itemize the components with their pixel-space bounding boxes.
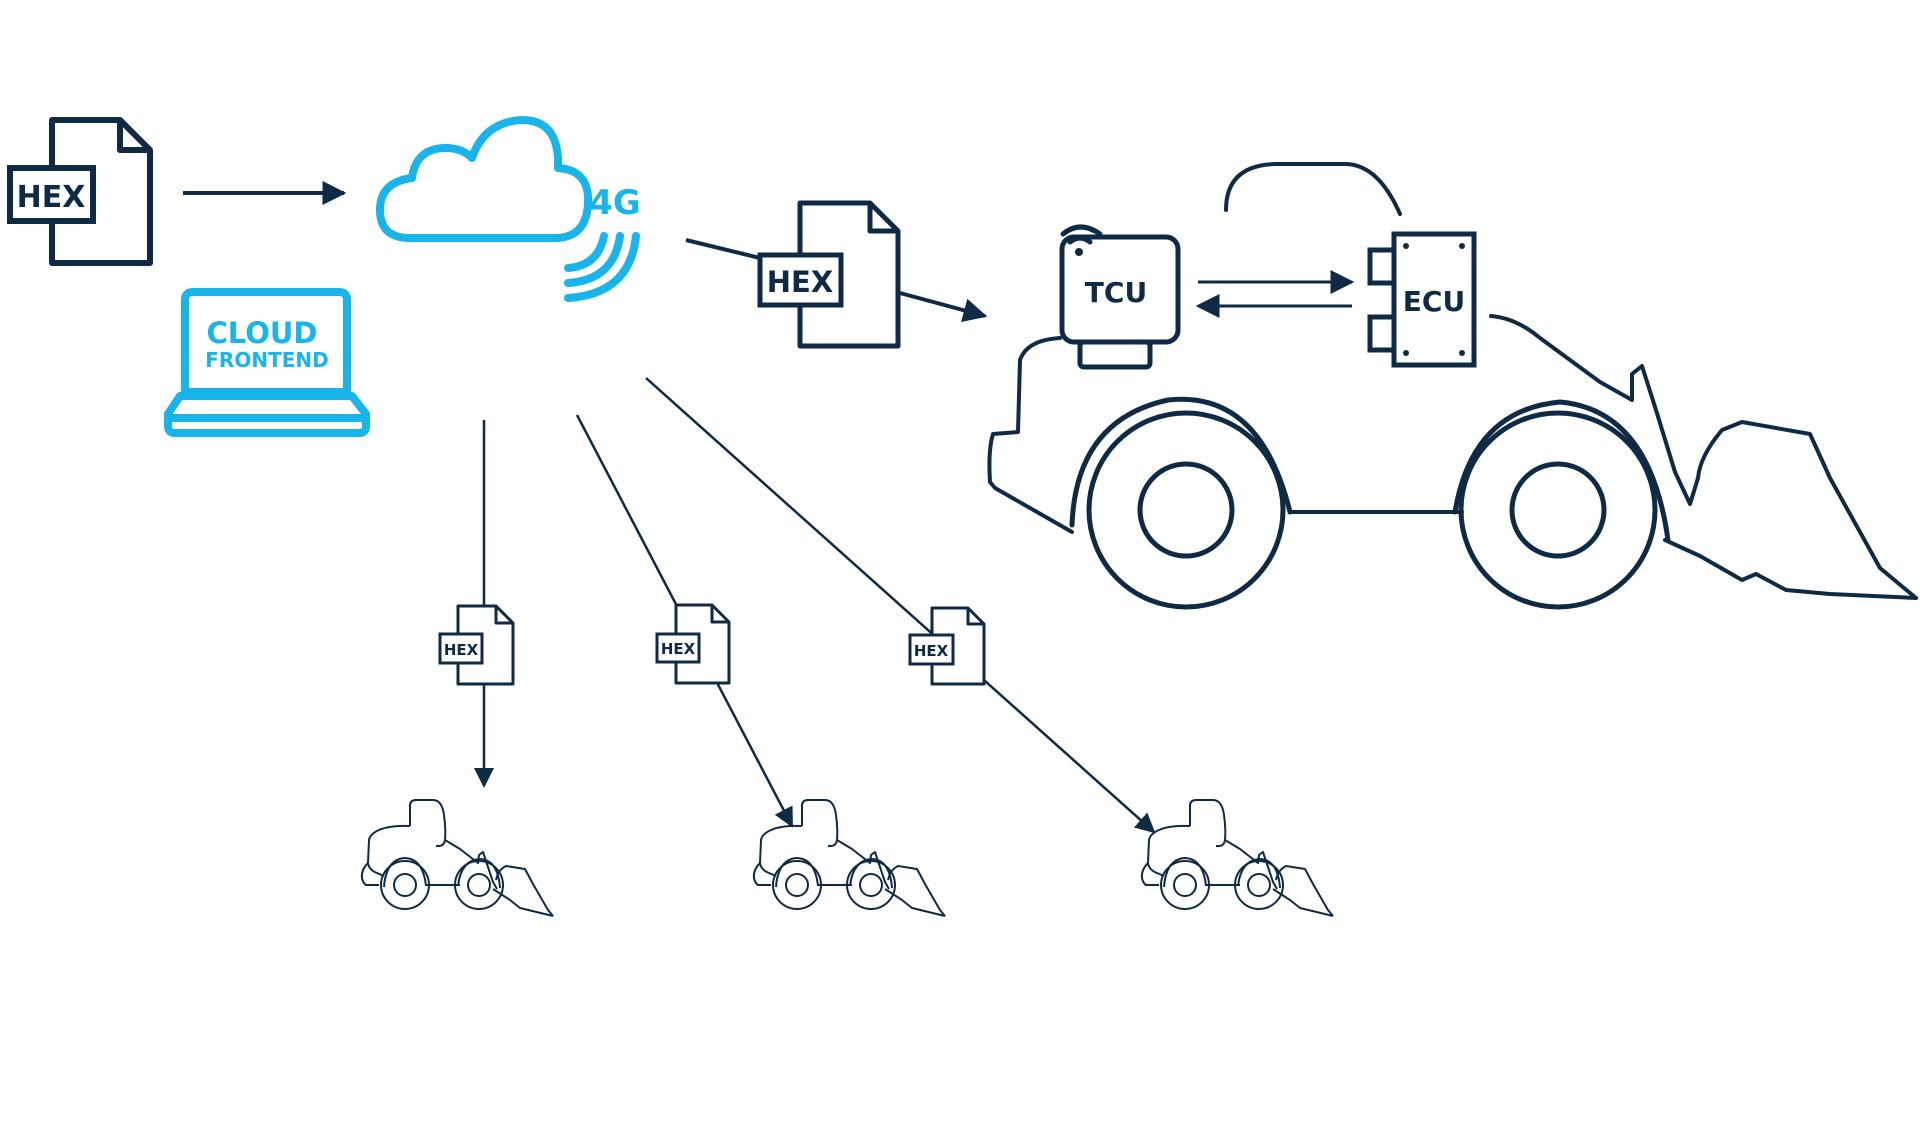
hex-label: HEX [767,265,833,299]
loader-fender [849,857,893,889]
fleet-hex-file-3: HEX [908,606,986,686]
wifi-icon [1060,224,1103,256]
frontend-line1: CLOUD [206,316,317,350]
file-icon [49,117,153,266]
loader-hub [1173,873,1197,897]
wireless-signal-icon [564,232,640,302]
loader-fender [457,857,501,889]
fleet-arrow-3 [645,377,1156,834]
loader-fender [1237,857,1281,889]
loader-outline [759,824,803,877]
cloud: 4G [376,116,641,302]
loader-outline [1140,862,1159,886]
loader-hub [1247,873,1271,897]
loader-wheel [380,860,430,910]
transfer-line [685,238,761,260]
ecu-unit: ECU [1367,231,1477,368]
fleet-arrows [474,377,1156,834]
cloud-frontend-laptop: CLOUD FRONTEND [164,288,370,437]
fleet-hex-file-2: HEX [655,603,731,685]
loader-outline [367,824,411,877]
loader-outline [1275,865,1334,917]
tcu-unit: TCU [1059,224,1181,370]
front-hub [1137,461,1235,559]
loader-outline [1224,839,1278,890]
loader-outline [409,799,447,847]
transfer-arrow [899,291,988,322]
hex-label: HEX [17,180,86,215]
loader-outline [752,862,771,886]
wheel-loader-icon [360,799,554,917]
file-icon [797,200,901,349]
front-fender [1069,396,1293,528]
loader-outline [836,839,890,890]
loader-outline [1147,824,1191,877]
transfer-hex-file: HEX [757,200,901,349]
frontend-line2: FRONTEND [205,348,328,372]
wheel-loader-icon [752,799,946,917]
loader-hub [467,873,491,897]
loader-wheel [1160,860,1210,910]
tcu-base [1077,339,1153,370]
loader-wheel [1234,860,1284,910]
loader-hub [785,873,809,897]
loader-outline [444,839,498,890]
loader-wheel [454,860,504,910]
ecu-label: ECU [1403,285,1465,318]
loader-outline [801,799,839,847]
fleet-vehicles [360,799,1334,917]
loader-wheel [846,860,896,910]
wheel-loader-icon [1140,799,1334,917]
network-label: 4G [589,183,641,223]
rear-fender [1452,399,1671,543]
cloud-icon [376,116,593,242]
hex-label: HEX [914,642,949,660]
large-wheel-loader [987,162,1918,610]
loader-outline [1189,799,1227,847]
source-hex-file: HEX [7,117,153,266]
loader-hub [393,873,417,897]
hex-label: HEX [444,641,479,659]
laptop-icon [164,288,370,437]
ecu-box [1391,231,1477,368]
loader-hub [859,873,883,897]
loader-fender [775,856,819,888]
wheel-loader-icon [1224,162,1402,216]
hex-label: HEX [661,640,696,658]
rear-wheel [1458,410,1658,610]
front-wheel [1086,410,1286,610]
hex-label-box [7,165,96,224]
hex-label-box [757,252,844,308]
loader-outline [887,865,946,917]
ecu-connector-top [1367,247,1397,286]
loader-fender [1163,856,1207,888]
loader-outline [495,865,554,917]
fleet-hex-file-1: HEX [438,604,515,686]
loader-wheel [772,860,822,910]
tcu-label: TCU [1085,276,1147,309]
rear-hub [1509,461,1607,559]
ecu-connector-bottom [1367,314,1397,353]
loader-fender [383,856,427,888]
loader-outline [360,862,379,886]
